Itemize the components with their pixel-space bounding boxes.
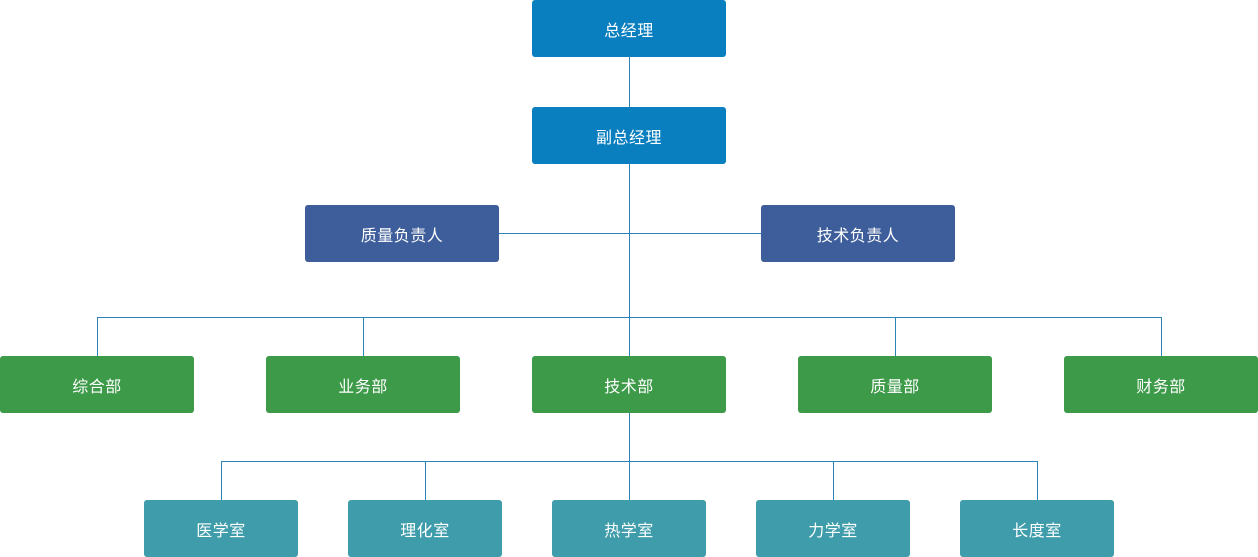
node-label: 业务部 <box>338 376 388 396</box>
node-lab: 医学室 <box>144 500 298 557</box>
node-label: 综合部 <box>72 376 122 396</box>
node-label: 技术负责人 <box>816 225 900 245</box>
node-department: 财务部 <box>1064 356 1258 413</box>
node-lab: 长度室 <box>960 500 1114 557</box>
node-department: 业务部 <box>266 356 460 413</box>
node-lab: 热学室 <box>552 500 706 557</box>
node-general-manager: 总经理 <box>532 0 726 57</box>
node-label: 力学室 <box>808 520 858 540</box>
node-label: 技术部 <box>604 376 654 396</box>
node-label: 长度室 <box>1012 520 1062 540</box>
node-deputy-general-manager: 副总经理 <box>532 107 726 164</box>
node-department: 综合部 <box>0 356 194 413</box>
node-lab: 力学室 <box>756 500 910 557</box>
node-quality-lead: 质量负责人 <box>305 205 499 262</box>
node-label: 总经理 <box>604 20 654 40</box>
node-label: 医学室 <box>196 520 246 540</box>
node-label: 质量部 <box>870 376 920 396</box>
node-label: 质量负责人 <box>360 225 444 245</box>
node-label: 财务部 <box>1136 376 1186 396</box>
node-technical-lead: 技术负责人 <box>761 205 955 262</box>
node-label: 副总经理 <box>595 127 662 147</box>
node-department: 技术部 <box>532 356 726 413</box>
node-lab: 理化室 <box>348 500 502 557</box>
node-department: 质量部 <box>798 356 992 413</box>
node-label: 热学室 <box>604 520 654 540</box>
node-label: 理化室 <box>400 520 450 540</box>
